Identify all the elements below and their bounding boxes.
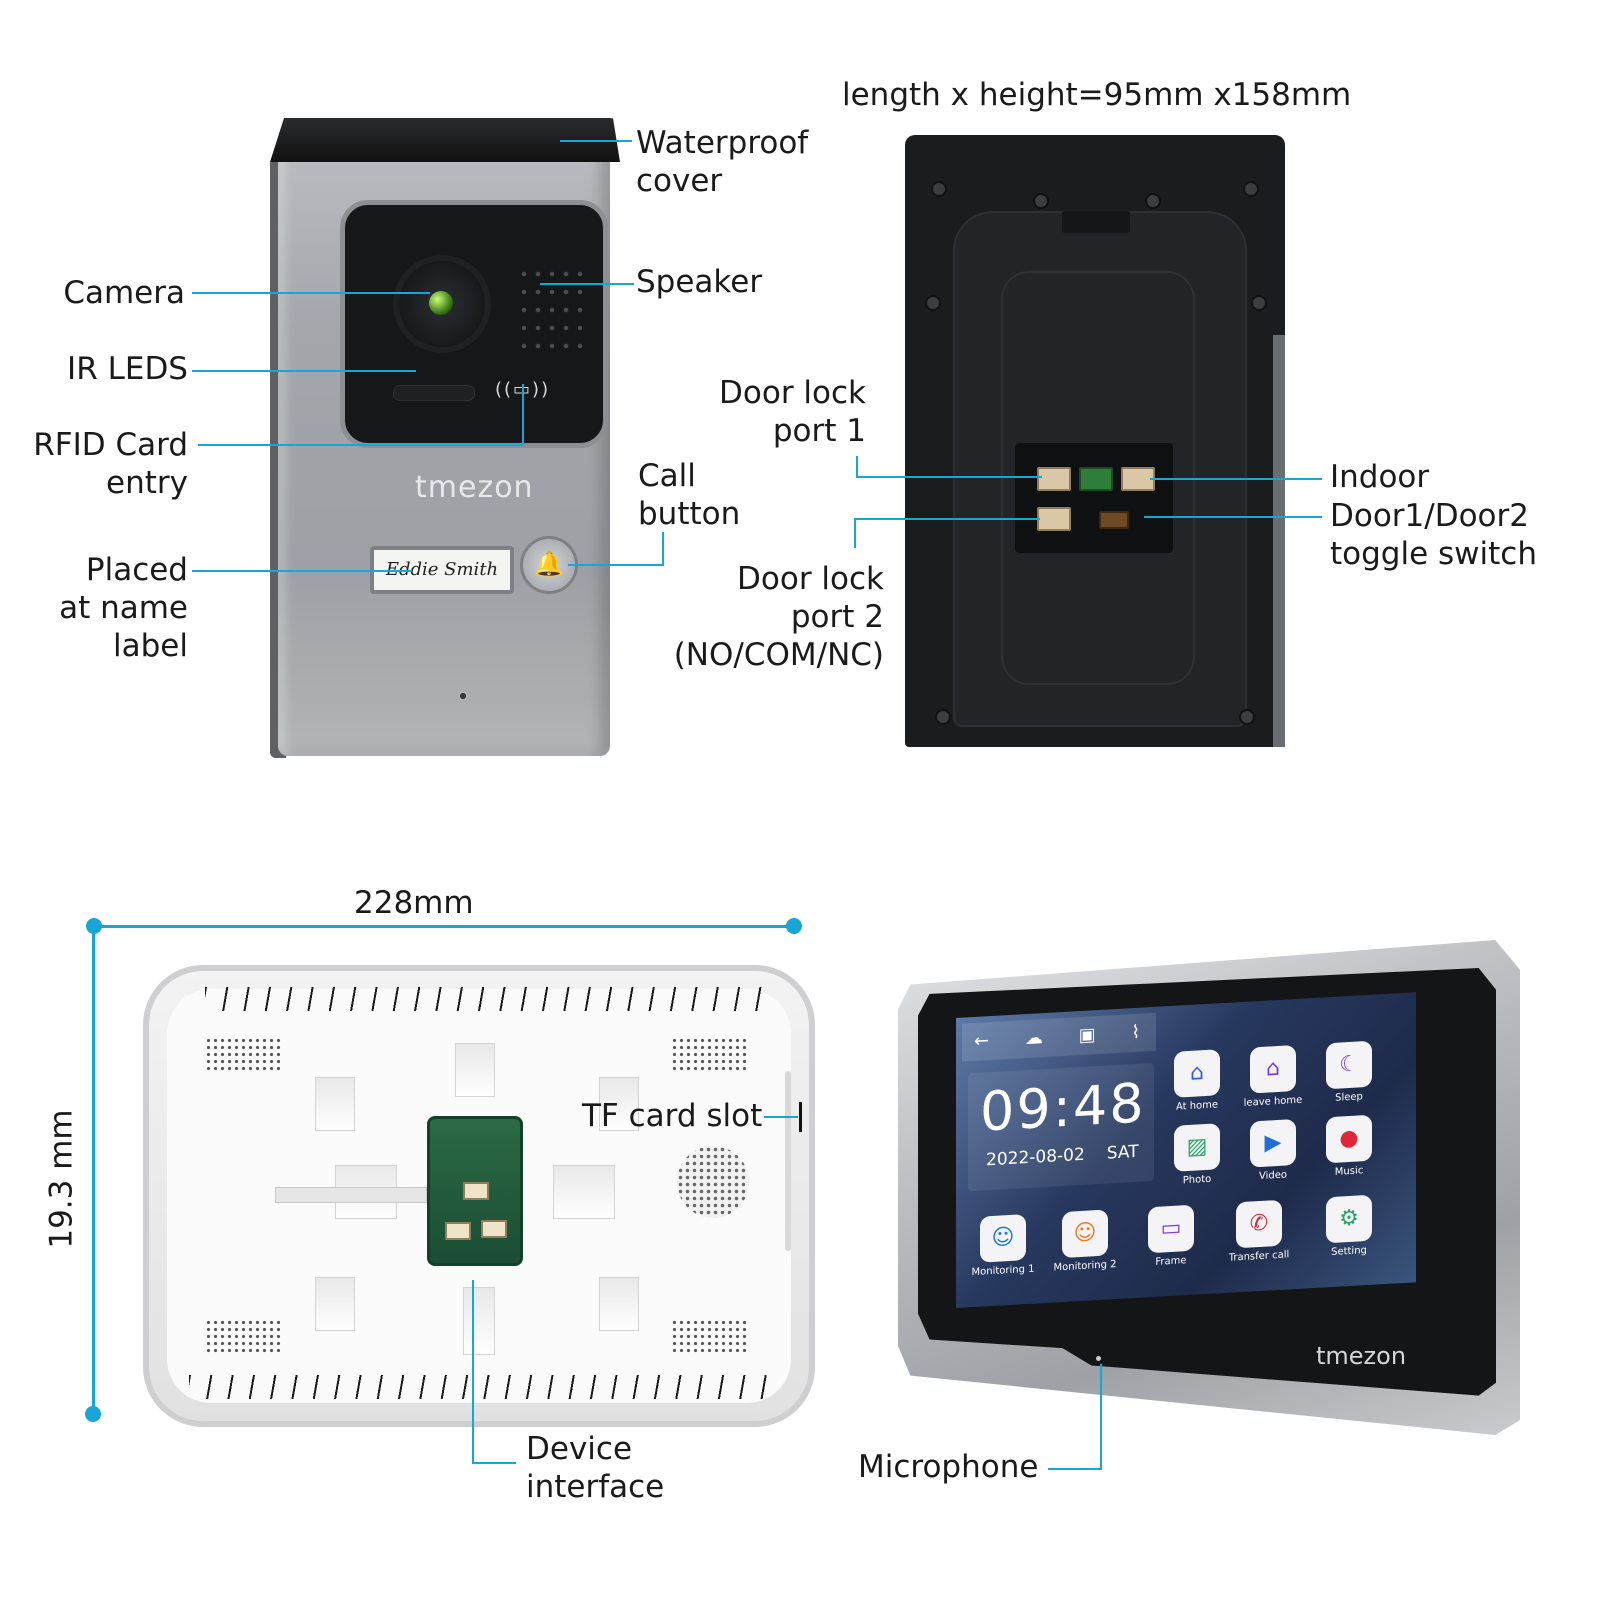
port-box [1015,443,1173,553]
app-label: Photo [1182,1173,1212,1187]
microphone-hole [1096,1356,1101,1361]
app-leave-home[interactable]: ⌂leave home [1240,1044,1306,1109]
app-label: Video [1258,1169,1288,1183]
status-bar: ← ☁ ▣ ⌇ [962,1012,1156,1062]
device-interface-pcb [427,1116,523,1266]
brand-logo-monitor: tmezon [1316,1342,1407,1370]
label-microphone: Microphone [858,1449,1039,1485]
rfid-icon: ((▭)) [495,379,550,400]
app-label: Transfer call [1228,1249,1290,1264]
monitor-back [143,965,815,1427]
app-transfer-call[interactable]: ✆Transfer call [1226,1199,1292,1264]
gear-icon: ⚙ [1326,1194,1372,1244]
sd-card-icon: ▣ [1078,1024,1096,1047]
leave-home-icon: ⌂ [1250,1044,1296,1094]
app-monitoring-1[interactable]: ☺Monitoring 1 [970,1214,1036,1279]
app-label: Monitoring 1 [971,1263,1035,1279]
video-icon: ▶ [1250,1118,1296,1168]
label-indoor: Indoor [1330,459,1430,495]
user-icon: ☺ [1062,1209,1108,1259]
brand-logo: tmezon [415,470,534,505]
door-mic [460,693,466,699]
camera-panel: ((▭)) [340,200,608,448]
app-label: leave home [1243,1094,1303,1109]
door-station: ((▭)) tmezon Eddie Smith 🔔 [270,118,620,768]
home-icon: ⌂ [1174,1049,1220,1098]
camera-lens [393,255,491,353]
label-camera: Camera [63,275,185,311]
toggle-switch [1099,511,1129,529]
speaker-holes [677,1146,749,1218]
moon-icon: ☾ [1326,1040,1372,1090]
bell-icon[interactable]: 🔔 [520,536,578,594]
clock-time: 09:48 [980,1071,1146,1144]
app-photo[interactable]: ▨Photo [1164,1123,1230,1188]
app-label: Monitoring 2 [1053,1259,1117,1274]
cloud-icon: ☁ [1024,1027,1043,1050]
app-music[interactable]: ●Music [1316,1114,1382,1179]
dimension-label: length x height=95mm x158mm [842,77,1352,113]
back-arrow-icon[interactable]: ← [974,1030,990,1052]
speaker-grille [517,265,587,355]
frame-icon: ▭ [1148,1204,1194,1254]
app-monitoring-2[interactable]: ☺Monitoring 2 [1052,1209,1118,1274]
app-label: Frame [1155,1255,1187,1268]
indoor-port-green [1079,467,1113,491]
music-icon: ● [1326,1114,1372,1164]
app-label: Setting [1331,1245,1367,1259]
door-lock-port-2 [1037,507,1071,531]
app-setting[interactable]: ⚙Setting [1316,1194,1382,1259]
label-speaker: Speaker [636,264,763,300]
app-label: Sleep [1335,1091,1363,1104]
label-tf-card-slot: TF card slot [582,1098,763,1134]
wifi-off-icon: ⌇ [1131,1021,1141,1044]
door-lock-port-1 [1037,467,1071,491]
user-icon: ☺ [980,1214,1026,1263]
width-label: 228mm [354,885,474,921]
app-video[interactable]: ▶Video [1240,1118,1306,1183]
phone-icon: ✆ [1236,1199,1282,1249]
app-frame[interactable]: ▭Frame [1138,1204,1204,1269]
depth-label: 19.3 mm [43,1109,80,1249]
app-label: Music [1334,1165,1364,1178]
app-at-home[interactable]: ⌂At home [1164,1049,1230,1114]
app-sleep[interactable]: ☾Sleep [1316,1040,1382,1105]
app-label: At home [1175,1099,1219,1113]
label-ir-leds: IR LEDS [67,351,188,387]
ir-leds [393,385,475,401]
door-station-back [905,135,1285,747]
photo-icon: ▨ [1174,1123,1220,1172]
